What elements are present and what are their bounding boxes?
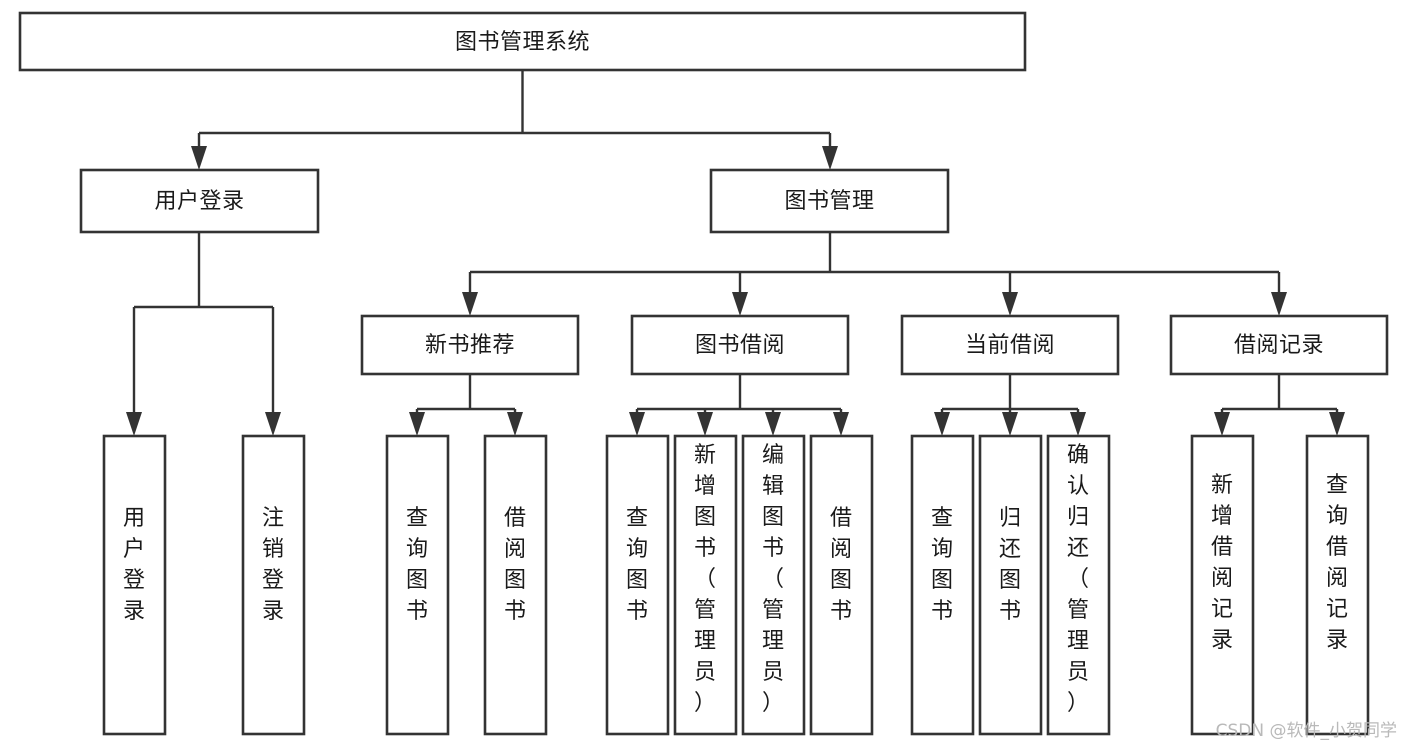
node-borrow-label: 图书借阅 xyxy=(695,333,785,358)
node-bookmgmt-label: 图书管理 xyxy=(784,189,874,214)
arrow-head-query-book-3 xyxy=(934,412,950,436)
arrow-head-newbook xyxy=(462,292,478,316)
node-leaf-user-login-box[interactable] xyxy=(102,434,167,736)
node-leaf-add-book-label: 新增图书（管理员） xyxy=(694,443,716,716)
node-bookmgmt-box[interactable] xyxy=(709,168,950,234)
node-root-label: 图书管理系统 xyxy=(455,30,590,55)
arrow-head-edit-book xyxy=(765,412,781,436)
arrow-head-borrow-book-1 xyxy=(507,412,523,436)
node-leaf-borrow-book-1-label: 借阅图书 xyxy=(504,506,526,624)
node-leaf-edit-book-label: 编辑图书（管理员） xyxy=(762,443,784,716)
csdn-watermark: CSDN @软件_小贺同学 xyxy=(1215,721,1397,741)
node-leaf-confirm-return-box[interactable] xyxy=(1046,434,1111,736)
arrow-head-login xyxy=(191,146,207,170)
node-leaf-add-record-label: 新增借阅记录 xyxy=(1211,473,1233,653)
node-current-box[interactable] xyxy=(900,314,1120,376)
node-newbook[interactable]: 新书推荐 xyxy=(360,314,580,376)
arrow-head-add-book xyxy=(697,412,713,436)
node-leaf-query-book-1[interactable]: 查询图书 xyxy=(385,434,450,736)
node-leaf-borrow-book-2-box[interactable] xyxy=(809,434,874,736)
node-leaf-borrow-book-1[interactable]: 借阅图书 xyxy=(483,434,548,736)
node-newbook-label: 新书推荐 xyxy=(425,333,515,358)
node-records[interactable]: 借阅记录 xyxy=(1169,314,1389,376)
node-bookmgmt[interactable]: 图书管理 xyxy=(709,168,950,234)
arrow-head-user-login xyxy=(126,412,142,436)
node-leaf-query-book-1-box[interactable] xyxy=(385,434,450,736)
node-leaf-add-record[interactable]: 新增借阅记录 xyxy=(1190,434,1255,736)
arrow-head-records xyxy=(1271,292,1287,316)
arrow-head-user-logout xyxy=(265,412,281,436)
arrow-head-confirm-return xyxy=(1070,412,1086,436)
node-leaf-query-book-2-label: 查询图书 xyxy=(626,506,648,624)
node-leaf-add-book-box[interactable] xyxy=(673,434,738,736)
node-leaf-query-book-3-box[interactable] xyxy=(910,434,975,736)
arrow-head-borrow xyxy=(732,292,748,316)
node-leaf-query-book-1-label: 查询图书 xyxy=(406,506,428,624)
arrow-head-query-record xyxy=(1329,412,1345,436)
node-newbook-box[interactable] xyxy=(360,314,580,376)
node-leaf-user-logout-label: 注销登录 xyxy=(262,506,284,624)
node-login-box[interactable] xyxy=(79,168,320,234)
node-current-label: 当前借阅 xyxy=(965,333,1055,358)
node-login-label: 用户登录 xyxy=(154,189,244,214)
arrow-head-borrow-book-2 xyxy=(833,412,849,436)
node-records-label: 借阅记录 xyxy=(1234,333,1324,358)
node-current[interactable]: 当前借阅 xyxy=(900,314,1120,376)
node-leaf-edit-book-box[interactable] xyxy=(741,434,806,736)
node-leaf-borrow-book-2-label: 借阅图书 xyxy=(830,506,852,624)
node-leaf-query-book-2[interactable]: 查询图书 xyxy=(605,434,670,736)
node-leaf-borrow-book-1-box[interactable] xyxy=(483,434,548,736)
node-leaf-confirm-return[interactable]: 确认归还（管理员） xyxy=(1046,434,1111,736)
node-root-box[interactable] xyxy=(18,11,1027,72)
node-leaf-user-login-label: 用户登录 xyxy=(123,506,145,624)
arrow-head-bookmgmt xyxy=(822,146,838,170)
node-leaf-borrow-book-2[interactable]: 借阅图书 xyxy=(809,434,874,736)
node-login[interactable]: 用户登录 xyxy=(79,168,320,234)
arrow-head-query-book-2 xyxy=(629,412,645,436)
arrow-head-current xyxy=(1002,292,1018,316)
node-leaf-return-book-box[interactable] xyxy=(978,434,1043,736)
node-leaf-query-book-3[interactable]: 查询图书 xyxy=(910,434,975,736)
node-records-box[interactable] xyxy=(1169,314,1389,376)
arrow-head-query-book-1 xyxy=(409,412,425,436)
node-leaf-query-book-2-box[interactable] xyxy=(605,434,670,736)
node-leaf-add-record-box[interactable] xyxy=(1190,434,1255,736)
node-borrow[interactable]: 图书借阅 xyxy=(630,314,850,376)
connector-layer xyxy=(126,70,1345,436)
node-leaf-user-logout-box[interactable] xyxy=(241,434,306,736)
node-root[interactable]: 图书管理系统 xyxy=(18,11,1027,72)
node-leaf-query-record[interactable]: 查询借阅记录 xyxy=(1305,434,1370,736)
node-leaf-user-login[interactable]: 用户登录 xyxy=(102,434,167,736)
node-leaf-user-logout[interactable]: 注销登录 xyxy=(241,434,306,736)
node-leaf-query-record-box[interactable] xyxy=(1305,434,1370,736)
node-leaf-confirm-return-label: 确认归还（管理员） xyxy=(1067,443,1089,716)
node-borrow-box[interactable] xyxy=(630,314,850,376)
node-leaf-query-book-3-label: 查询图书 xyxy=(931,506,953,624)
node-leaf-return-book-label: 归还图书 xyxy=(999,506,1021,624)
node-leaf-add-book[interactable]: 新增图书（管理员） xyxy=(673,434,738,736)
node-leaf-return-book[interactable]: 归还图书 xyxy=(978,434,1043,736)
arrow-head-return-book xyxy=(1002,412,1018,436)
node-leaf-query-record-label: 查询借阅记录 xyxy=(1326,473,1348,653)
arrow-head-add-record xyxy=(1214,412,1230,436)
node-leaf-edit-book[interactable]: 编辑图书（管理员） xyxy=(741,434,806,736)
